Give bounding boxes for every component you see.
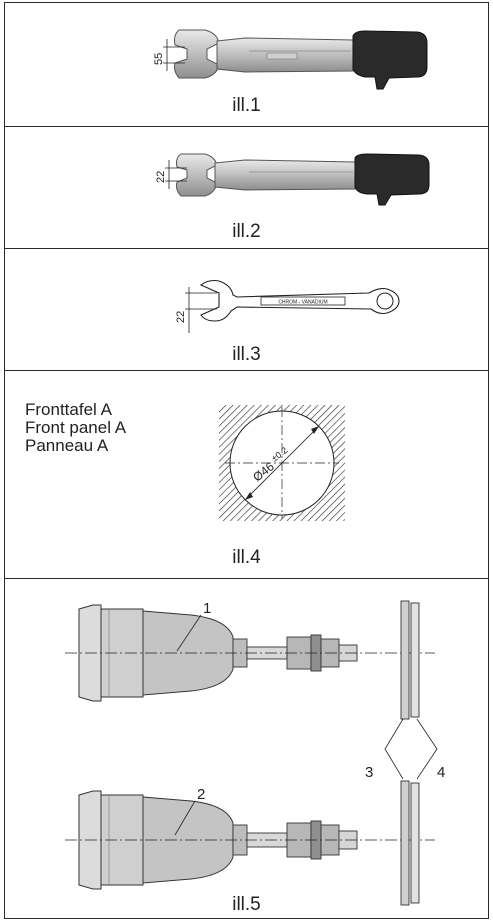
- torque-wrench-drawing-2: 22: [155, 153, 430, 206]
- caption-ill-3: ill.3: [232, 344, 261, 365]
- caption-ill-1: ill.1: [232, 95, 261, 116]
- panel-flange-lower: [400, 780, 420, 906]
- caption-ill-4: ill.4: [232, 547, 261, 568]
- connector-assembly-drawing: 1 2: [65, 600, 445, 906]
- panel-ill-2: 22 ill.2: [5, 127, 488, 249]
- wrench-jaw: [176, 153, 218, 197]
- illustration-frame: 55 ill.1 22 ill.2 CHROM - VANADIUM: [4, 2, 489, 919]
- callout-3: 3: [365, 764, 373, 781]
- wrench-grip: [354, 153, 430, 206]
- panel-label-text: Fronttafel A Front panel A Panneau A: [25, 401, 126, 455]
- callout-1: 1: [203, 600, 211, 617]
- panel-ill-4: Fronttafel A Front panel A Panneau A Ø46…: [5, 371, 488, 579]
- caption-ill-5: ill.5: [232, 894, 261, 915]
- wrench-grip: [352, 30, 428, 90]
- dimension-22: 22: [155, 171, 167, 183]
- torque-wrench-drawing-1: 55: [153, 29, 428, 90]
- panel-cutout-drawing: Ø46 ±0.2: [219, 405, 345, 521]
- ring-end: [376, 292, 394, 310]
- wrench-marking: CHROM - VANADIUM: [278, 300, 327, 306]
- panel-ill-1: 55 ill.1: [5, 3, 488, 127]
- panel-ill-5: 1 2: [5, 579, 488, 920]
- caption-ill-2: ill.2: [232, 221, 261, 242]
- panel-flange-upper: [400, 600, 420, 720]
- combination-wrench-drawing: CHROM - VANADIUM 22: [175, 279, 400, 333]
- callout-2: 2: [197, 786, 205, 803]
- panel-label-fr: Panneau A: [25, 436, 109, 455]
- dimension-55: 55: [153, 53, 165, 65]
- dimension-22: 22: [175, 311, 187, 323]
- wrench-jaw: [174, 29, 220, 79]
- panel-label-en: Front panel A: [25, 418, 127, 437]
- panel-ill-3: CHROM - VANADIUM 22 ill.3: [5, 249, 488, 371]
- callout-4: 4: [437, 764, 445, 781]
- panel-label-de: Fronttafel A: [25, 400, 112, 419]
- wrench-body: [214, 159, 356, 191]
